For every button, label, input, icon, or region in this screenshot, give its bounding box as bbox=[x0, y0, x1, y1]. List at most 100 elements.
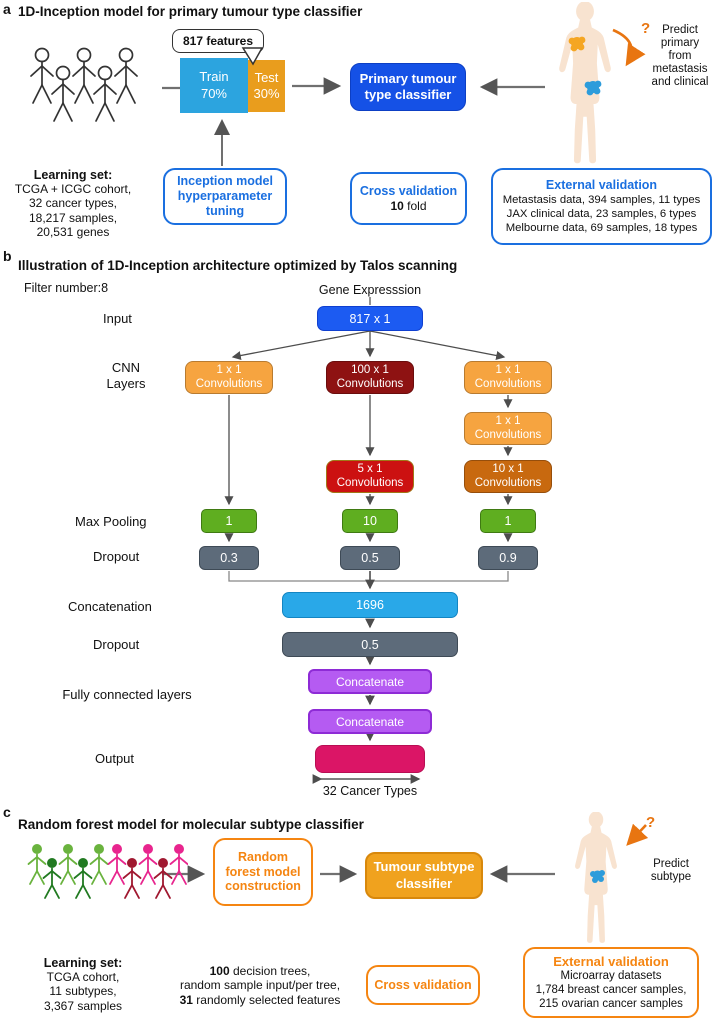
external-validation-c-line: 1,784 breast cancer samples, bbox=[535, 983, 687, 996]
feature-count: 31 bbox=[179, 992, 193, 1007]
learning-set-c-line: 11 subtypes, bbox=[49, 984, 117, 999]
row-label-dropout-1: Dropout bbox=[93, 549, 140, 564]
conv-word: Convolutions bbox=[336, 476, 404, 489]
body-silhouette-c-icon bbox=[575, 812, 617, 943]
forest-details: 100 decision trees, random sample input/… bbox=[165, 964, 355, 1007]
subtype-classifier-box: Tumour subtype classifier bbox=[365, 852, 483, 899]
learning-set-c-heading: Learning set: bbox=[43, 956, 123, 970]
subtype-tumor-icon bbox=[590, 870, 605, 883]
test-percent: 30% bbox=[253, 86, 280, 101]
fold-word: fold bbox=[403, 198, 427, 213]
learning-set-c-line: TCGA cohort, bbox=[46, 970, 120, 984]
panel-c-label: c bbox=[3, 804, 11, 820]
learning-set-a-line: 20,531 genes bbox=[36, 225, 110, 240]
conv-size: 1 x 1 bbox=[216, 363, 242, 376]
row-label-fully-connected: Fully connected layers bbox=[62, 687, 192, 702]
external-validation-box-c: External validation Microarray datasets … bbox=[523, 947, 699, 1018]
output-box bbox=[315, 745, 425, 773]
conv-size: 10 x 1 bbox=[492, 462, 524, 475]
cross-validation-box-c: Cross validation bbox=[366, 965, 480, 1005]
feature-count-rest: randomly selected features bbox=[192, 992, 341, 1007]
dropout-box-2: 0.5 bbox=[340, 546, 400, 570]
external-validation-a-line: Metastasis data, 394 samples, 11 types bbox=[502, 193, 701, 206]
metastasis-tumor-icon bbox=[584, 80, 602, 96]
random-forest-box: Random forest model construction bbox=[213, 838, 313, 906]
max-pool-box-1: 1 bbox=[201, 509, 257, 533]
panel-a-title: 1D-Inception model for primary tumour ty… bbox=[18, 4, 363, 19]
max-pool-box-2: 10 bbox=[342, 509, 398, 533]
filter-number-note: Filter number:8 bbox=[24, 281, 109, 295]
train-box: Train 70% bbox=[180, 58, 248, 113]
callout-tail bbox=[241, 47, 264, 66]
conv-word: Convolutions bbox=[195, 377, 263, 390]
train-percent: 70% bbox=[200, 85, 227, 101]
row-label-concatenation: Concatenation bbox=[68, 599, 152, 614]
input-box: 817 x 1 bbox=[317, 306, 423, 331]
learning-set-a-heading: Learning set: bbox=[33, 168, 113, 182]
external-validation-box-a: External validation Metastasis data, 394… bbox=[491, 168, 712, 245]
row-label-output: Output bbox=[95, 751, 135, 766]
test-box: Test 30% bbox=[248, 60, 285, 112]
dropout-box-3: 0.9 bbox=[478, 546, 538, 570]
row-label-input: Input bbox=[103, 311, 132, 326]
row-label-cnn-layers: CNN Layers bbox=[106, 360, 146, 392]
learning-set-a: Learning set: TCGA + ICGC cohort, 32 can… bbox=[12, 168, 134, 240]
cross-validation-a-detail: 10 fold bbox=[390, 199, 426, 213]
predict-note-a: Predict primary from metastasis and clin… bbox=[651, 24, 709, 88]
max-pool-box-3: 1 bbox=[480, 509, 536, 533]
external-validation-a-line: Melbourne data, 69 samples, 18 types bbox=[505, 221, 698, 234]
fold-count: 10 bbox=[390, 198, 404, 213]
fc-concatenate-box-2: Concatenate bbox=[308, 709, 432, 734]
row-label-max-pooling: Max Pooling bbox=[75, 514, 147, 529]
conv-size: 5 x 1 bbox=[357, 462, 383, 475]
learning-set-c: Learning set: TCGA cohort, 11 subtypes, … bbox=[28, 956, 138, 1013]
external-validation-c-title: External validation bbox=[553, 953, 669, 969]
cross-validation-a-title: Cross validation bbox=[359, 184, 458, 199]
panel-a-label: a bbox=[3, 1, 11, 17]
cohort-stick-figures-icon bbox=[30, 47, 138, 122]
subtype-stick-figures-icon bbox=[27, 843, 188, 899]
conv-word: Convolutions bbox=[474, 476, 542, 489]
question-mark-c: ? bbox=[646, 814, 656, 831]
test-label: Test bbox=[254, 69, 279, 85]
question-mark-a: ? bbox=[641, 20, 651, 37]
row-label-dropout-2: Dropout bbox=[93, 637, 140, 652]
conv-size: 1 x 1 bbox=[495, 414, 521, 427]
concatenation-box: 1696 bbox=[282, 592, 458, 618]
learning-set-a-line: 18,217 samples, bbox=[28, 210, 118, 225]
forest-details-line: 100 decision trees, bbox=[165, 964, 355, 978]
predict-note-c: Predict subtype bbox=[650, 858, 692, 883]
panel-b-title: Illustration of 1D-Inception architectur… bbox=[18, 258, 458, 273]
learning-set-c-line: 3,367 samples bbox=[43, 998, 123, 1013]
tree-count-rest: decision trees, bbox=[229, 964, 311, 978]
conv-size: 100 x 1 bbox=[351, 363, 389, 376]
conv-box-1x1-col3-row2: 1 x 1 Convolutions bbox=[464, 412, 552, 445]
forest-details-line: random sample input/per tree, bbox=[179, 978, 341, 993]
conv-box-5x1: 5 x 1 Convolutions bbox=[326, 460, 414, 493]
conv-word: Convolutions bbox=[336, 377, 404, 390]
conv-word: Convolutions bbox=[474, 377, 542, 390]
conv-box-1x1-col3-row1: 1 x 1 Convolutions bbox=[464, 361, 552, 394]
external-validation-c-line: 215 ovarian cancer samples bbox=[539, 998, 683, 1011]
conv-box-10x1: 10 x 1 Convolutions bbox=[464, 460, 552, 493]
panel-b-label: b bbox=[3, 248, 12, 264]
primary-classifier-box: Primary tumour type classifier bbox=[350, 63, 466, 111]
learning-set-a-line: TCGA + ICGC cohort, bbox=[14, 182, 132, 196]
primary-tumor-icon bbox=[568, 36, 586, 52]
conv-box-100x1: 100 x 1 Convolutions bbox=[326, 361, 414, 394]
dropout-box-1: 0.3 bbox=[199, 546, 259, 570]
train-label: Train bbox=[199, 69, 229, 85]
hyperparameter-tuning-box: Inception model hyperparameter tuning bbox=[163, 168, 287, 225]
gene-expression-label: Gene Expresssion bbox=[318, 283, 422, 297]
tree-count: 100 bbox=[209, 964, 230, 978]
external-validation-a-line: JAX clinical data, 23 samples, 6 types bbox=[506, 207, 697, 220]
forest-details-line: 31 randomly selected features bbox=[165, 993, 355, 1007]
fc-concatenate-box-1: Concatenate bbox=[308, 669, 432, 694]
external-validation-c-line: Microarray datasets bbox=[560, 969, 662, 982]
conv-word: Convolutions bbox=[474, 428, 542, 441]
dropout-wide-box: 0.5 bbox=[282, 632, 458, 657]
body-silhouette-a-icon bbox=[559, 2, 611, 164]
learning-set-a-line: 32 cancer types, bbox=[28, 196, 118, 211]
